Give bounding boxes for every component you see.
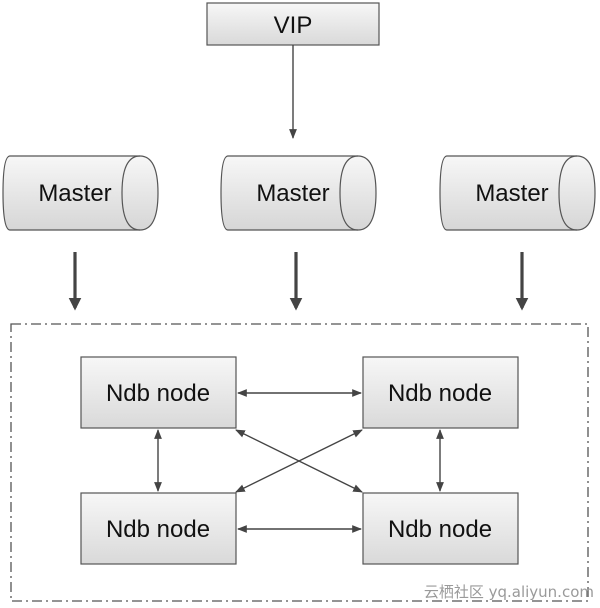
- master-to-cluster-arrows: [68, 252, 529, 311]
- vip-label: VIP: [274, 12, 313, 39]
- ndb-node-top-left: Ndb node: [80, 356, 237, 429]
- ndb-node-bottom-left: Ndb node: [80, 492, 237, 565]
- master-cylinder-3: Master: [439, 155, 596, 231]
- master-label-1: Master: [38, 180, 111, 207]
- ndb-cluster-border: [10, 323, 589, 602]
- ndb-node-label-1: Ndb node: [106, 380, 210, 407]
- link-diagonal-up: [235, 429, 363, 493]
- ndb-node-label-4: Ndb node: [388, 516, 492, 543]
- master-cylinder-2: Master: [220, 155, 377, 231]
- ndb-node-label-3: Ndb node: [106, 516, 210, 543]
- ndb-node-bottom-right: Ndb node: [362, 492, 519, 565]
- ndb-node-top-right: Ndb node: [362, 356, 519, 429]
- master-label-2: Master: [256, 180, 329, 207]
- master-cylinder-1: Master: [2, 155, 159, 231]
- vip-box: VIP: [206, 2, 380, 46]
- master-label-3: Master: [475, 180, 548, 207]
- ndb-node-label-2: Ndb node: [388, 380, 492, 407]
- watermark-text: 云栖社区 yq.aliyun.com: [424, 583, 594, 601]
